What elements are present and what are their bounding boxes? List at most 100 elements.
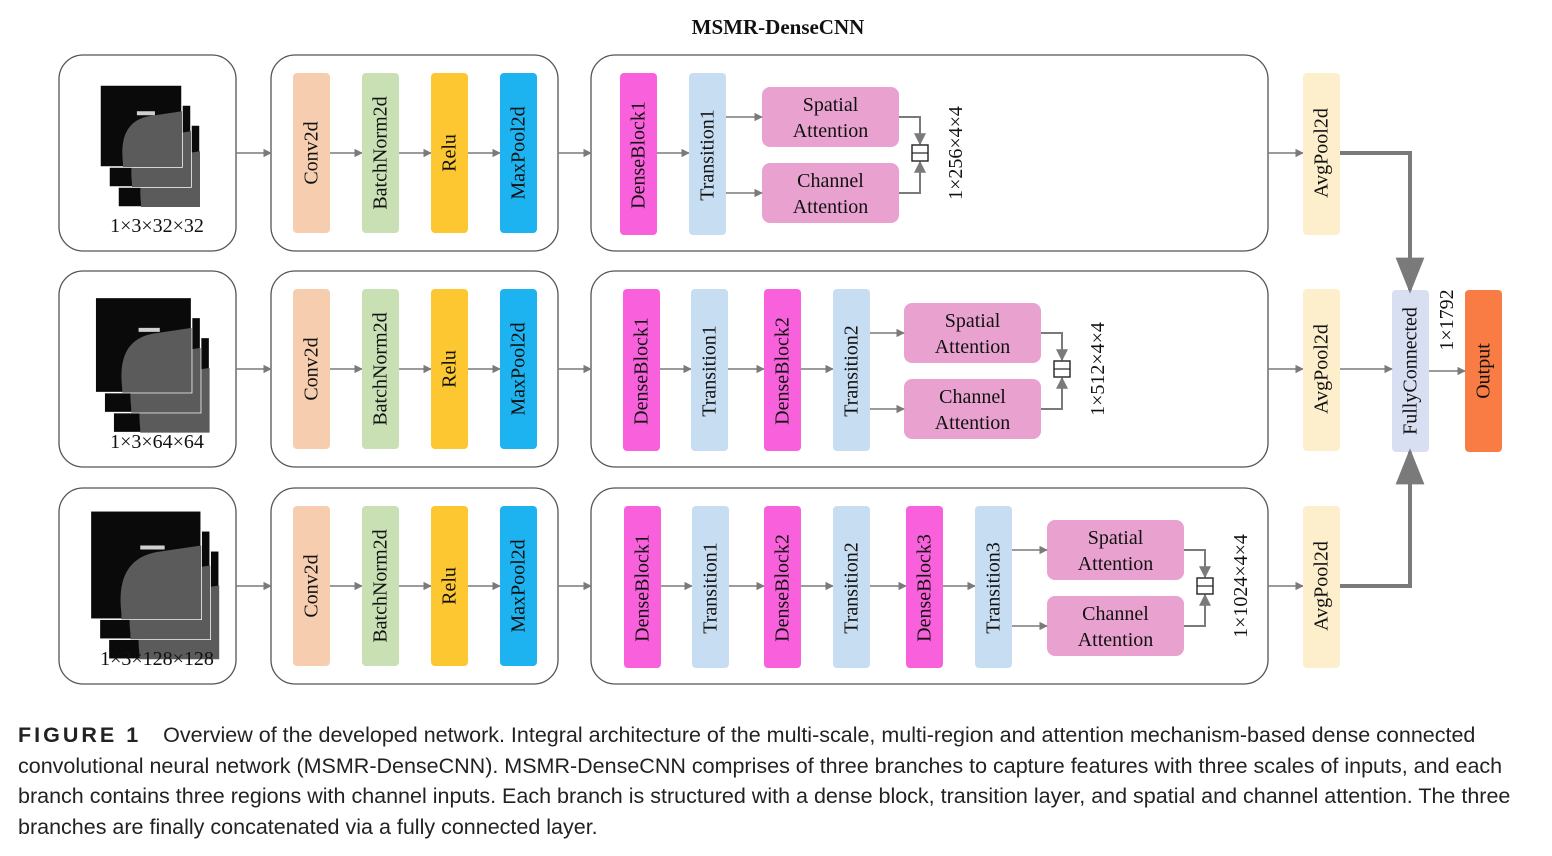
ct-bright-feature — [138, 327, 160, 332]
block-label-denseblock2: DenseBlock2 — [772, 317, 794, 425]
feature-size-label: 1×256×4×4 — [945, 106, 967, 200]
spatial-attention-label-line2: Attention — [1078, 553, 1154, 575]
output-label: Output — [1473, 343, 1495, 399]
layer-label-relu: Relu — [439, 134, 461, 172]
avgpool-box — [1303, 289, 1340, 451]
input-size-label: 1×3×32×32 — [110, 215, 204, 237]
layer-label-maxpool2d: MaxPool2d — [508, 322, 530, 415]
caption-text: Overview of the developed network. Integ… — [18, 723, 1511, 839]
layer-batchnorm2d — [362, 289, 399, 449]
layer-batchnorm2d — [362, 73, 399, 233]
layer-label-conv2d: Conv2d — [301, 121, 323, 184]
fully-connected-label: FullyConnected — [1400, 307, 1422, 435]
block-transition2 — [833, 289, 870, 451]
layer-relu — [431, 73, 468, 233]
spatial-attention-label-line2: Attention — [935, 336, 1011, 358]
layer-maxpool2d — [500, 506, 537, 666]
spatial-attention-label-line1: Spatial — [945, 310, 1001, 332]
block-label-transition1: Transition1 — [700, 542, 722, 634]
channel-attention-label-line1: Channel — [1082, 603, 1149, 625]
layer-maxpool2d — [500, 289, 537, 449]
layer-label-batchnorm2d: BatchNorm2d — [370, 312, 392, 425]
ct-bright-feature — [140, 545, 165, 550]
ct-slice-image — [89, 510, 202, 620]
input-size-label: 1×3×64×64 — [110, 431, 204, 453]
diagram-title: MSMR-DenseCNN — [692, 15, 865, 39]
branch1-to-fc-arrow — [1340, 151, 1425, 294]
layer-label-relu: Relu — [439, 350, 461, 388]
spatial-attention-box — [904, 303, 1041, 363]
channel-attention-label-line1: Channel — [939, 386, 1006, 408]
channel-attention-label-line2: Attention — [935, 412, 1011, 434]
fc-size-label: 1×1792 — [1436, 289, 1458, 350]
block-denseblock1 — [624, 506, 661, 668]
liver-region — [122, 111, 182, 167]
figure-label: FIGURE 1 — [18, 723, 142, 747]
block-transition2 — [833, 506, 870, 668]
spatial-attention-label-line2: Attention — [793, 120, 869, 142]
channel-to-combine-arrow — [1041, 376, 1068, 410]
block-label-denseblock1: DenseBlock1 — [631, 317, 653, 425]
channel-attention-label-line2: Attention — [1078, 629, 1154, 651]
spatial-attention-box — [1047, 520, 1184, 580]
channel-attention-label-line1: Channel — [797, 170, 864, 192]
avgpool-label: AvgPool2d — [1311, 108, 1333, 198]
block-denseblock3 — [906, 506, 943, 668]
avgpool-box — [1303, 506, 1340, 668]
ct-slice-image — [99, 84, 183, 168]
block-denseblock2 — [764, 506, 801, 668]
block-label-transition2: Transition2 — [841, 325, 863, 417]
spatial-to-combine-arrow — [899, 116, 926, 146]
block-label-denseblock1: DenseBlock1 — [632, 534, 654, 642]
layer-label-conv2d: Conv2d — [301, 554, 323, 617]
layer-batchnorm2d — [362, 506, 399, 666]
block-denseblock2 — [764, 289, 801, 451]
block-transition3 — [975, 506, 1012, 668]
branch-1: 1×3×32×32 Conv2d BatchNorm2d Relu MaxPool2d D… — [58, 54, 1340, 252]
channel-to-combine-arrow — [899, 160, 926, 194]
liver-region — [121, 327, 192, 393]
channel-attention-box — [1047, 596, 1184, 656]
fully-connected-box — [1392, 290, 1429, 452]
channel-to-combine-arrow — [1184, 593, 1211, 627]
layer-conv2d — [293, 289, 330, 449]
avgpool-box — [1303, 73, 1340, 235]
channel-attention-box — [904, 379, 1041, 439]
block-transition1 — [691, 289, 728, 451]
output-box — [1465, 290, 1502, 452]
layer-label-batchnorm2d: BatchNorm2d — [370, 96, 392, 209]
layer-label-batchnorm2d: BatchNorm2d — [370, 529, 392, 642]
layer-label-relu: Relu — [439, 567, 461, 605]
layer-relu — [431, 506, 468, 666]
channel-attention-label-line2: Attention — [793, 196, 869, 218]
block-label-transition1: Transition1 — [697, 109, 719, 201]
spatial-to-combine-arrow — [1184, 549, 1211, 579]
block-label-denseblock1: DenseBlock1 — [628, 101, 650, 209]
ct-bright-feature — [136, 111, 155, 116]
liver-region — [120, 545, 202, 620]
branch3-to-fc-arrow — [1340, 448, 1425, 588]
layer-label-maxpool2d: MaxPool2d — [508, 106, 530, 199]
channel-attention-box — [762, 163, 899, 223]
block-denseblock1 — [623, 289, 660, 451]
block-transition1 — [689, 73, 726, 235]
feature-size-label: 1×1024×4×4 — [1230, 534, 1252, 638]
layer-label-maxpool2d: MaxPool2d — [508, 539, 530, 632]
ct-slice-image — [94, 296, 193, 394]
block-label-transition2: Transition2 — [841, 542, 863, 634]
avgpool-label: AvgPool2d — [1311, 541, 1333, 631]
block-label-denseblock2: DenseBlock2 — [772, 534, 794, 642]
feature-size-label: 1×512×4×4 — [1087, 322, 1109, 416]
spatial-attention-box — [762, 87, 899, 147]
layer-label-conv2d: Conv2d — [301, 337, 323, 400]
layer-maxpool2d — [500, 73, 537, 233]
avgpool-label: AvgPool2d — [1311, 324, 1333, 414]
block-label-transition3: Transition3 — [983, 542, 1005, 634]
spatial-to-combine-arrow — [1041, 332, 1068, 362]
layer-conv2d — [293, 506, 330, 666]
layer-conv2d — [293, 73, 330, 233]
block-denseblock1 — [620, 73, 657, 235]
block-transition1 — [692, 506, 729, 668]
